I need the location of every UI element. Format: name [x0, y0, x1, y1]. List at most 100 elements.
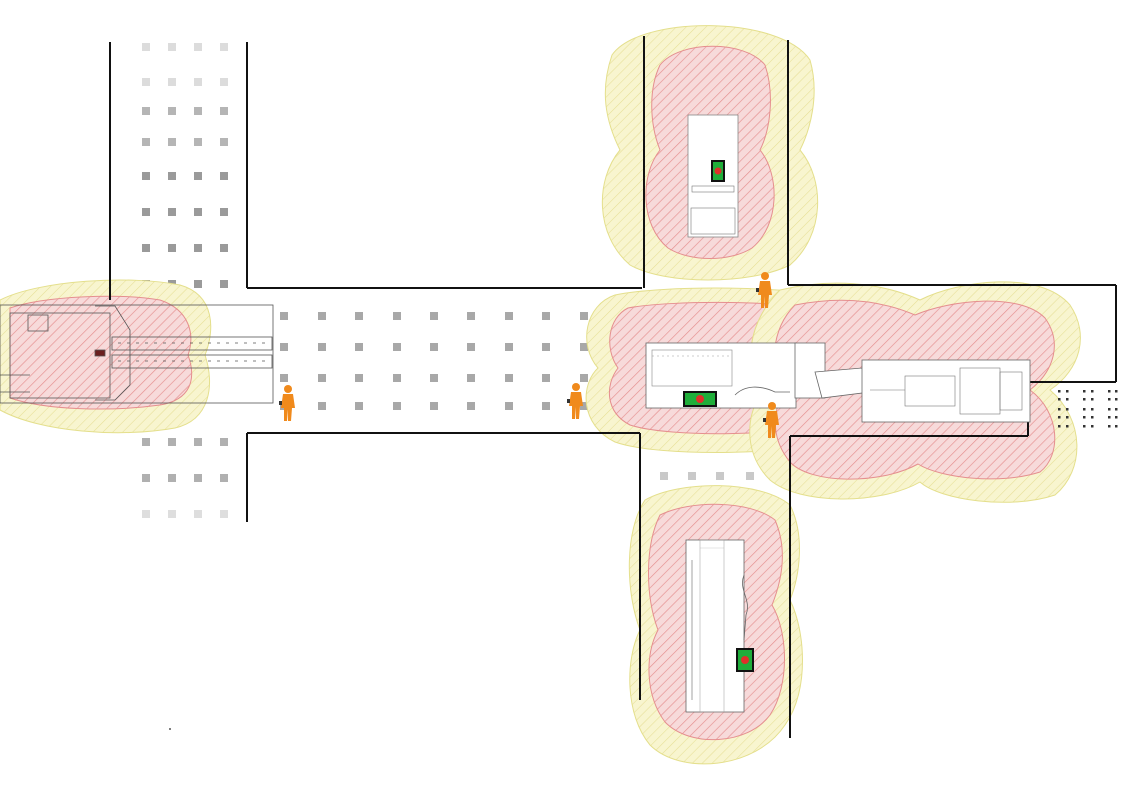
pillar-marker — [168, 138, 176, 146]
pillar-marker — [142, 107, 150, 115]
worker-icon — [567, 383, 583, 419]
pillar-marker — [168, 510, 176, 518]
pillar-marker — [355, 312, 363, 320]
marker-dot — [1091, 398, 1094, 401]
pillar-marker — [430, 374, 438, 382]
pillar-marker — [580, 312, 588, 320]
control-panel-icon — [711, 160, 725, 182]
pillar-marker — [194, 208, 202, 216]
marker-dot — [1115, 425, 1118, 428]
marker-dot — [1108, 398, 1111, 401]
marker-dot — [1108, 416, 1111, 419]
pillar-marker — [194, 172, 202, 180]
pillar-marker — [393, 402, 401, 410]
marker-dot — [1058, 425, 1061, 428]
machine-north — [687, 114, 739, 238]
pillar-marker — [220, 78, 228, 86]
pillar-marker — [142, 43, 150, 51]
pillar-marker — [318, 402, 326, 410]
pillar-marker — [688, 472, 696, 480]
pillar-marker — [467, 402, 475, 410]
pillar-marker — [168, 474, 176, 482]
marker-dot — [1108, 425, 1111, 428]
pillar-marker — [716, 472, 724, 480]
marker-dot — [1066, 408, 1069, 411]
worker-icon — [279, 385, 295, 421]
marker-dot — [1066, 425, 1069, 428]
pillar-marker — [318, 374, 326, 382]
pillar-marker — [168, 43, 176, 51]
machines — [0, 114, 1031, 713]
marker-dot — [1083, 398, 1086, 401]
pillar-marker — [142, 138, 150, 146]
pillar-marker — [142, 208, 150, 216]
pillar-marker — [142, 474, 150, 482]
pillar-marker — [168, 107, 176, 115]
pillar-marker — [220, 138, 228, 146]
pillar-marker — [660, 472, 668, 480]
pillar-marker — [194, 78, 202, 86]
pillar-marker — [505, 402, 513, 410]
pillar-marker — [142, 78, 150, 86]
pillar-marker — [194, 510, 202, 518]
pillar-marker — [168, 208, 176, 216]
machine-center — [645, 342, 826, 409]
pillar-marker — [168, 172, 176, 180]
marker-dot — [1066, 398, 1069, 401]
pillar-marker — [580, 343, 588, 351]
pillar-marker — [393, 374, 401, 382]
workers — [279, 272, 779, 438]
marker-dot — [1058, 390, 1061, 393]
pillar-marker — [393, 343, 401, 351]
marker-dot — [1108, 390, 1111, 393]
machine-west — [0, 304, 274, 404]
marker-dot — [1091, 408, 1094, 411]
pillar-marker — [355, 343, 363, 351]
marker-dot — [1066, 416, 1069, 419]
pillar-marker — [220, 208, 228, 216]
pillar-grid — [142, 43, 851, 518]
pillar-marker — [280, 312, 288, 320]
pillar-marker — [542, 343, 550, 351]
pillar-marker — [393, 312, 401, 320]
marker-dot — [1058, 408, 1061, 411]
pillar-marker — [580, 402, 588, 410]
stray-mark — [169, 728, 171, 730]
pillar-marker — [220, 172, 228, 180]
pillar-marker — [355, 402, 363, 410]
control-panel-icon — [683, 391, 717, 407]
marker-dot — [1083, 390, 1086, 393]
pillar-marker — [168, 244, 176, 252]
marker-dot — [1083, 425, 1086, 428]
pillar-marker — [467, 312, 475, 320]
machine-east — [814, 359, 1031, 423]
pillar-marker — [542, 312, 550, 320]
pillar-marker — [467, 343, 475, 351]
marker-dot — [1083, 408, 1086, 411]
marker-dot — [1058, 416, 1061, 419]
control-panel-icon — [736, 648, 754, 672]
marker-dot — [1115, 408, 1118, 411]
pillar-marker — [542, 374, 550, 382]
pillar-marker — [220, 474, 228, 482]
pillar-marker — [168, 438, 176, 446]
pillar-marker — [220, 244, 228, 252]
pillar-marker — [194, 280, 202, 288]
marker-dot — [1115, 416, 1118, 419]
pillar-marker — [220, 43, 228, 51]
pillar-marker — [280, 374, 288, 382]
pillar-marker — [220, 107, 228, 115]
pillar-marker — [542, 402, 550, 410]
pillar-marker — [194, 43, 202, 51]
marker-dot — [1108, 408, 1111, 411]
pillar-marker — [746, 472, 754, 480]
marker-dot — [1083, 416, 1086, 419]
worker-icon — [756, 272, 772, 308]
pillar-marker — [220, 280, 228, 288]
pillar-marker — [318, 343, 326, 351]
pillar-marker — [430, 312, 438, 320]
pillar-marker — [194, 244, 202, 252]
pillar-marker — [194, 107, 202, 115]
pillar-marker — [194, 438, 202, 446]
